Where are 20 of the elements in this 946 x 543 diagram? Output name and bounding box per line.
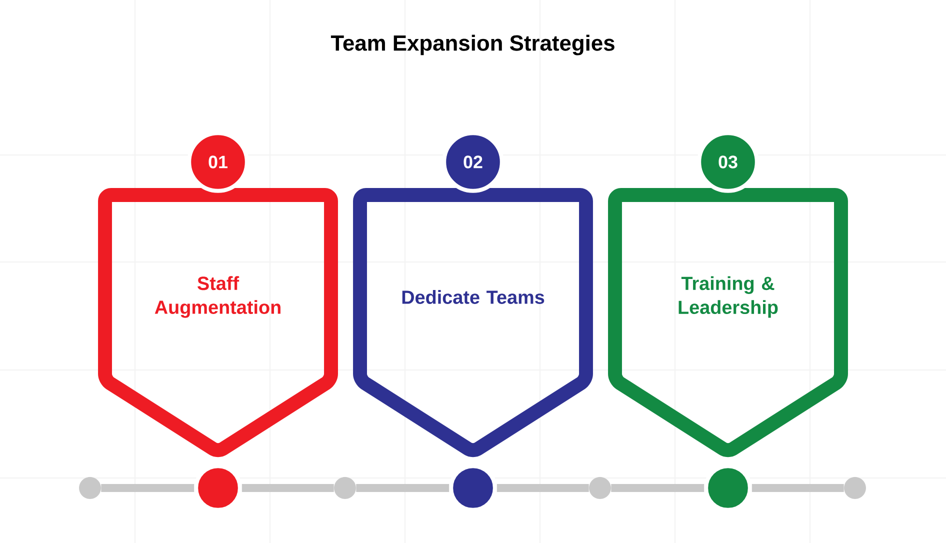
pentagon-box: Dedicate Teams [353, 188, 593, 458]
number-badge: 01 [187, 131, 249, 193]
number-badge: 02 [442, 131, 504, 193]
timeline-line [611, 484, 704, 492]
number-badge: 03 [697, 131, 759, 193]
timeline-line [242, 484, 334, 492]
timeline-marker [194, 464, 242, 512]
timeline-marker [704, 464, 752, 512]
pentagon-box: Training & Leadership [608, 188, 848, 458]
timeline-marker [449, 464, 497, 512]
timeline-dot [334, 477, 356, 499]
timeline-line [356, 484, 450, 492]
timeline-line [752, 484, 844, 492]
timeline-line [101, 484, 194, 492]
pentagon-box: Staff Augmentation [98, 188, 338, 458]
timeline-line [496, 484, 589, 492]
timeline-dot [589, 477, 611, 499]
timeline-dot [844, 477, 866, 499]
title: Team Expansion Strategies [330, 34, 614, 56]
timeline-dot [79, 477, 101, 499]
